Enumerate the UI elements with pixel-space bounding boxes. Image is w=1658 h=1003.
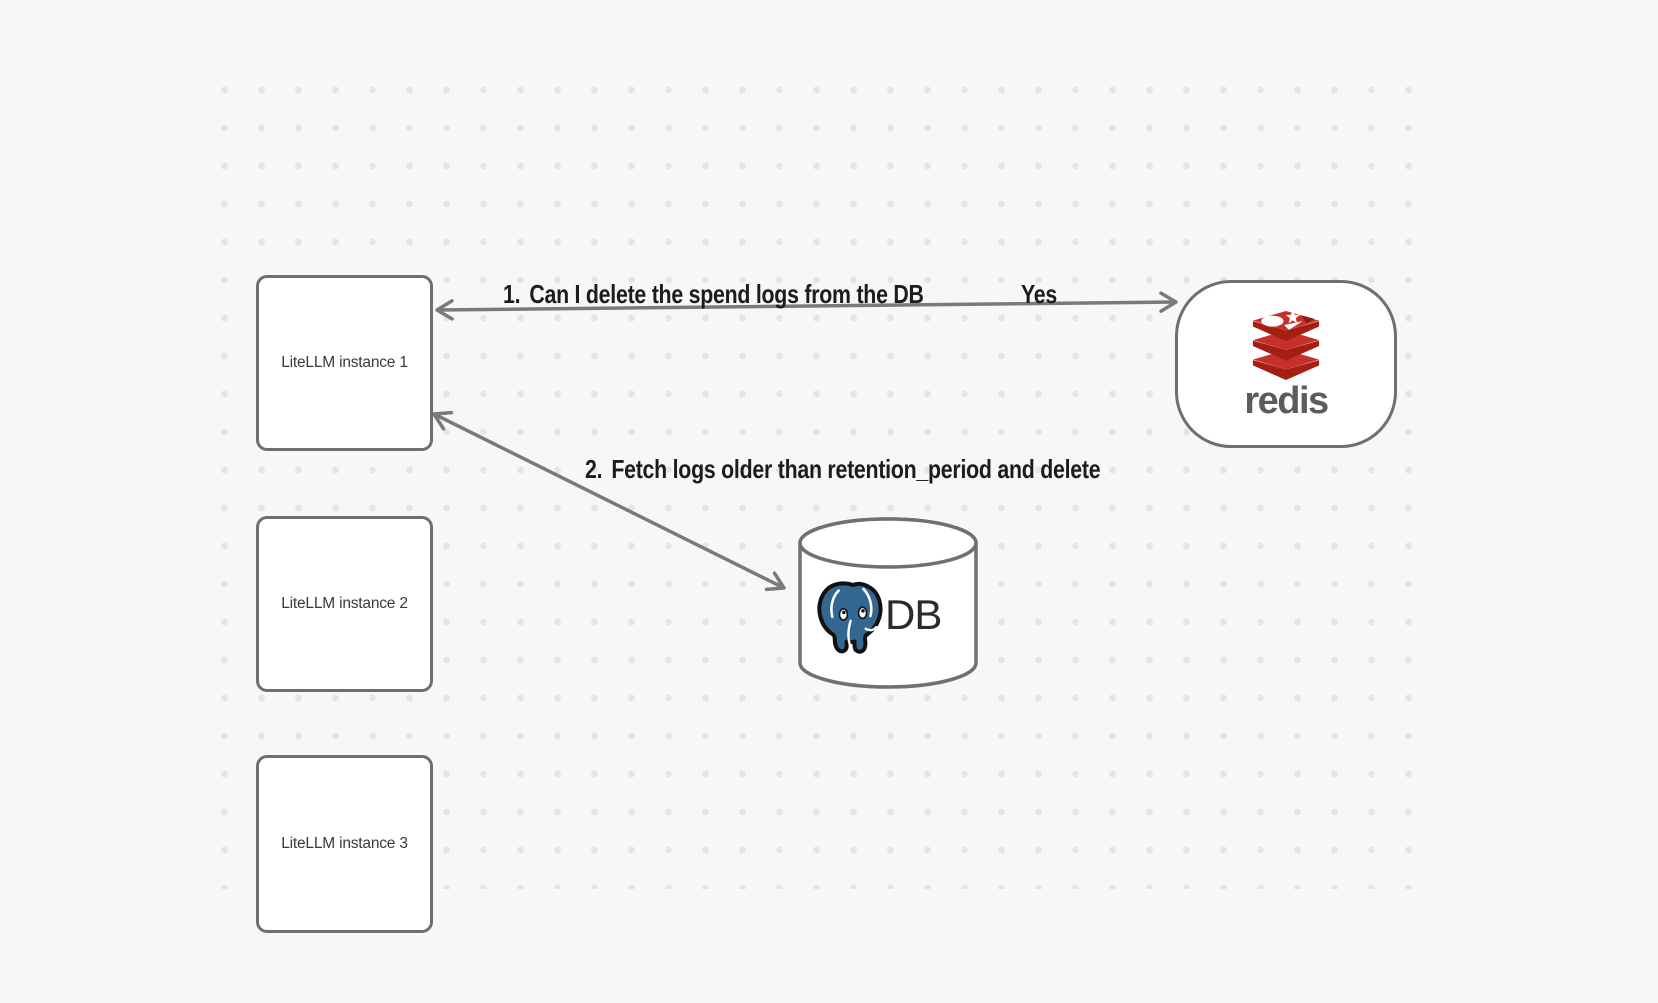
arrow-instance1-db [432, 410, 786, 592]
redis-logo-icon [1252, 309, 1320, 380]
step2-annotation: 2. Fetch logs older than retention_perio… [585, 454, 1101, 484]
litellm-instance-1-node: LiteLLM instance 1 [256, 275, 433, 451]
redis-wordmark: redis [1244, 379, 1329, 422]
db-label: DB [885, 591, 942, 638]
litellm-instance-2-label: LiteLLM instance 2 [281, 595, 408, 612]
step2-number: 2. [585, 454, 603, 484]
step1-number: 1. [503, 279, 521, 309]
litellm-instance-2-node: LiteLLM instance 2 [256, 516, 433, 692]
postgres-elephant-icon [817, 581, 883, 654]
step1-text: Can I delete the spend logs from the DB [529, 279, 924, 309]
litellm-instance-3-node: LiteLLM instance 3 [256, 755, 433, 933]
redis-node: redis [1175, 280, 1397, 448]
step1-annotation: 1. Can I delete the spend logs from the … [503, 280, 924, 309]
dot-grid-background [206, 71, 1428, 889]
litellm-instance-1-label: LiteLLM instance 1 [281, 354, 408, 371]
step1-answer-label: Yes [1021, 279, 1058, 309]
litellm-instance-3-label: LiteLLM instance 3 [281, 835, 408, 852]
arrow-instance1-redis [435, 291, 1178, 321]
step2-text: Fetch logs older than retention_period a… [611, 454, 1101, 484]
